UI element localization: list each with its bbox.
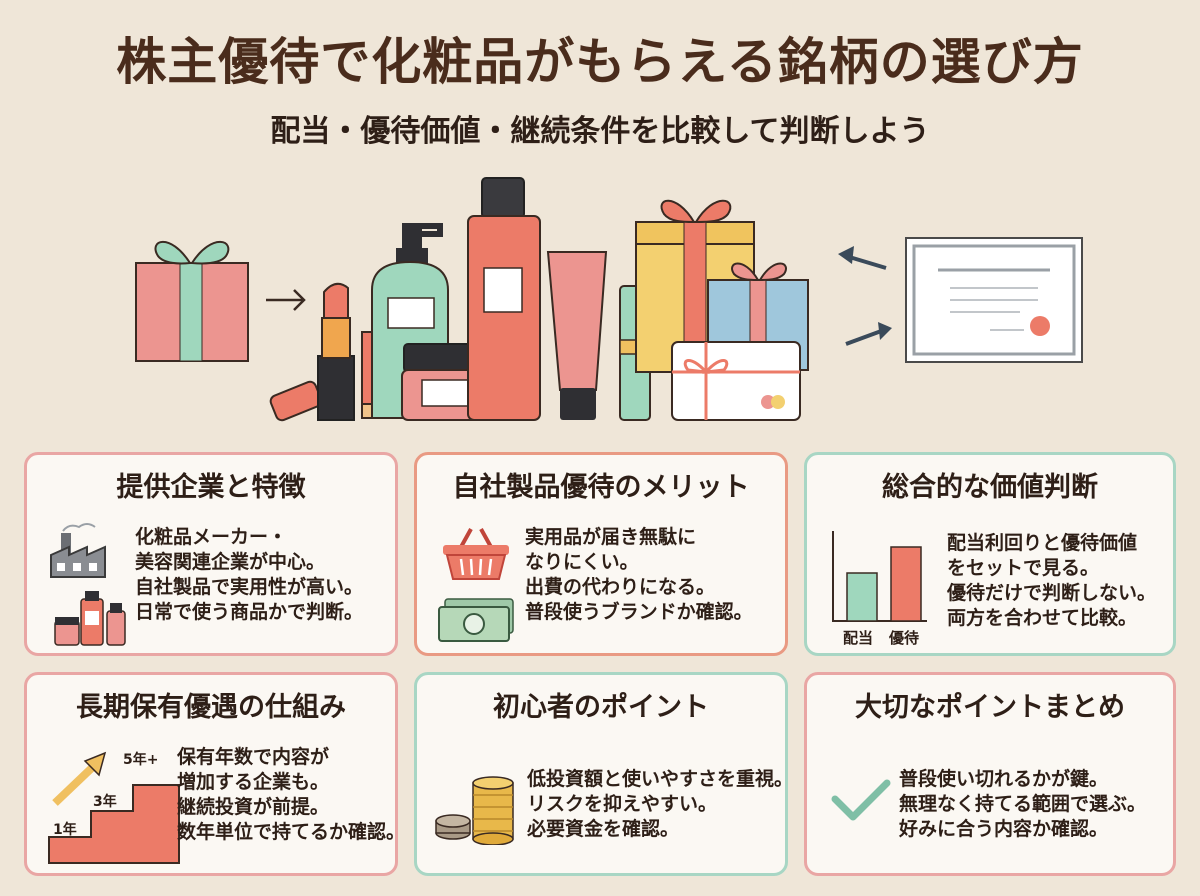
page-title: 株主優待で化粧品がもらえる銘柄の選び方 [116,33,1084,91]
card-line: 増加する企業も。 [177,771,330,793]
card-benefits: 自社製品優待のメリット 実用品が届き無駄に なりにくい。 出費の代わりになる。 … [414,452,788,656]
card-text: 保有年数で内容が 増加する企業も。 継続投資が前提。 数年単位で持てるか確認。 [177,745,405,845]
tall-bottle-icon [467,177,541,421]
certificate-icon [905,237,1083,363]
card-text: 普段使い切れるかが鍵。 無理なく持てる範囲で選ぶ。 好みに合う内容か確認。 [899,767,1146,842]
card-text: 低投資額と使いやすさを重視。 リスクを抑えやすい。 必要資金を確認。 [527,767,793,842]
card-line: 出費の代わりになる。 [525,576,716,598]
card-text: 実用品が届き無駄に なりにくい。 出費の代わりになる。 普段使うブランドか確認。 [525,525,753,625]
card-line: 優待だけで判断しない。 [947,582,1157,604]
card-title: 総合的な価値判断 [882,472,1098,503]
card-line: 両方を合わせて比較。 [947,607,1138,629]
bar-dividend [846,572,878,622]
page-subtitle: 配当・優待価値・継続条件を比較して判断しよう [270,114,930,149]
card-line: 配当利回りと優待価値 [947,532,1138,554]
card-line: 数年単位で持てるか確認。 [177,821,406,843]
card-line: リスクを抑えやすい。 [527,793,718,815]
step-label-2: 3年 [93,794,117,810]
gift-card-icon [671,341,801,421]
card-title: 大切なポイントまとめ [855,692,1125,723]
card-line: 無理なく持てる範囲で選ぶ。 [899,793,1147,815]
card-title: 提供企業と特徴 [116,472,306,503]
chart-label-benefit: 優待 [889,629,920,647]
card-line: 好みに合う内容か確認。 [899,818,1109,840]
card-long-term: 長期保有優遇の仕組み 1年 3年 5年+ 保有年数で内容が 増加する企業も。 継… [24,672,405,876]
tube-icon [546,251,608,420]
step-label-1: 1年 [53,822,77,838]
hero-illustration [135,177,1083,422]
lipstick-icon [269,282,355,422]
card-line: 日常で使う商品かで判断。 [135,601,364,623]
cosmetics-icon [54,591,126,646]
card-title: 自社製品優待のメリット [452,472,750,503]
card-line: 必要資金を確認。 [527,818,680,840]
card-overall-value: 総合的な価値判断 配当 優待 配当利回りと優待価値 をセットで見る。 優待だけで… [804,452,1176,656]
card-line: 普段使い切れるかが鍵。 [899,768,1109,790]
arrow-left-icon [838,246,892,346]
card-companies: 提供企業と特徴 化粧品メーカー・ 美容関連企業が中心。 自社製品で実用性が高い。… [24,452,398,656]
bar-benefit [890,546,922,622]
card-beginner: 初心者のポイント 低投資額と使いやすさを重視。 リスクを抑えやすい。 必要資金を… [414,672,793,876]
card-title: 長期保有優遇の仕組み [76,692,346,723]
checkmark-icon [831,779,891,821]
card-line: 普段使うブランドか確認。 [525,601,753,623]
arrow-right-icon [266,289,306,311]
chart-label-dividend: 配当 [843,629,874,647]
banknote-icon [438,598,514,642]
bar-chart-icon [832,531,927,622]
gift-box-icon [135,240,249,362]
card-text: 化粧品メーカー・ 美容関連企業が中心。 自社製品で実用性が高い。 日常で使う商品… [135,525,363,625]
step-label-3: 5年+ [123,752,159,768]
pump-bottle-icon [371,223,449,419]
card-line: 自社製品で実用性が高い。 [135,576,364,598]
card-summary: 大切なポイントまとめ 普段使い切れるかが鍵。 無理なく持てる範囲で選ぶ。 好みに… [804,672,1176,876]
factory-icon [50,523,106,578]
card-line: 実用品が届き無駄に [525,526,697,548]
card-line: 継続投資が前提。 [177,796,330,818]
card-line: 美容関連企業が中心。 [135,551,326,573]
card-title: 初心者のポイント [493,692,709,723]
shopping-basket-icon [443,528,509,580]
card-line: 化粧品メーカー・ [135,526,288,548]
card-line: をセットで見る。 [947,557,1100,579]
coin-stack-icon [435,776,514,845]
card-line: 保有年数で内容が [177,746,330,768]
card-line: なりにくい。 [525,551,639,573]
card-line: 低投資額と使いやすさを重視。 [527,768,794,790]
card-text: 配当利回りと優待価値 をセットで見る。 優待だけで判断しない。 両方を合わせて比… [947,531,1156,631]
staircase-arrow-icon [48,751,180,864]
